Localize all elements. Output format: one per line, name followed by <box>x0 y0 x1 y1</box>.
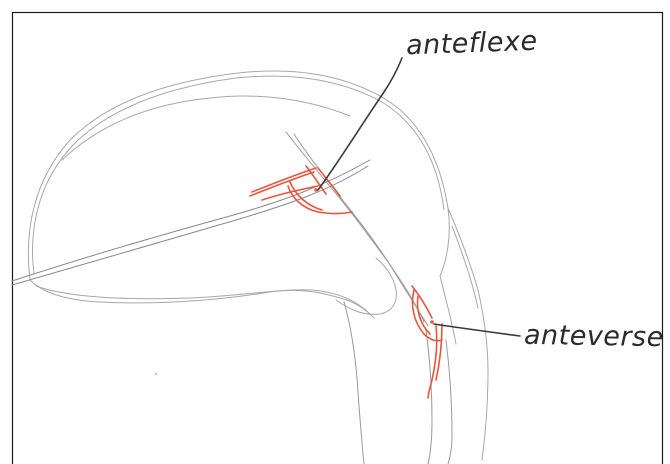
image-border <box>13 13 663 464</box>
leader-line-anteflexe <box>318 58 402 190</box>
anteversion-dot <box>430 320 434 324</box>
stray-mark <box>155 373 157 375</box>
label-anteverse: anteverse <box>524 322 664 351</box>
cervix-outline <box>286 132 452 464</box>
leader-line-anteverse <box>434 324 520 336</box>
uterus-body-outline <box>28 71 488 460</box>
label-anteflexe: anteflexe <box>406 28 538 60</box>
anteflexion-marking <box>250 166 352 214</box>
